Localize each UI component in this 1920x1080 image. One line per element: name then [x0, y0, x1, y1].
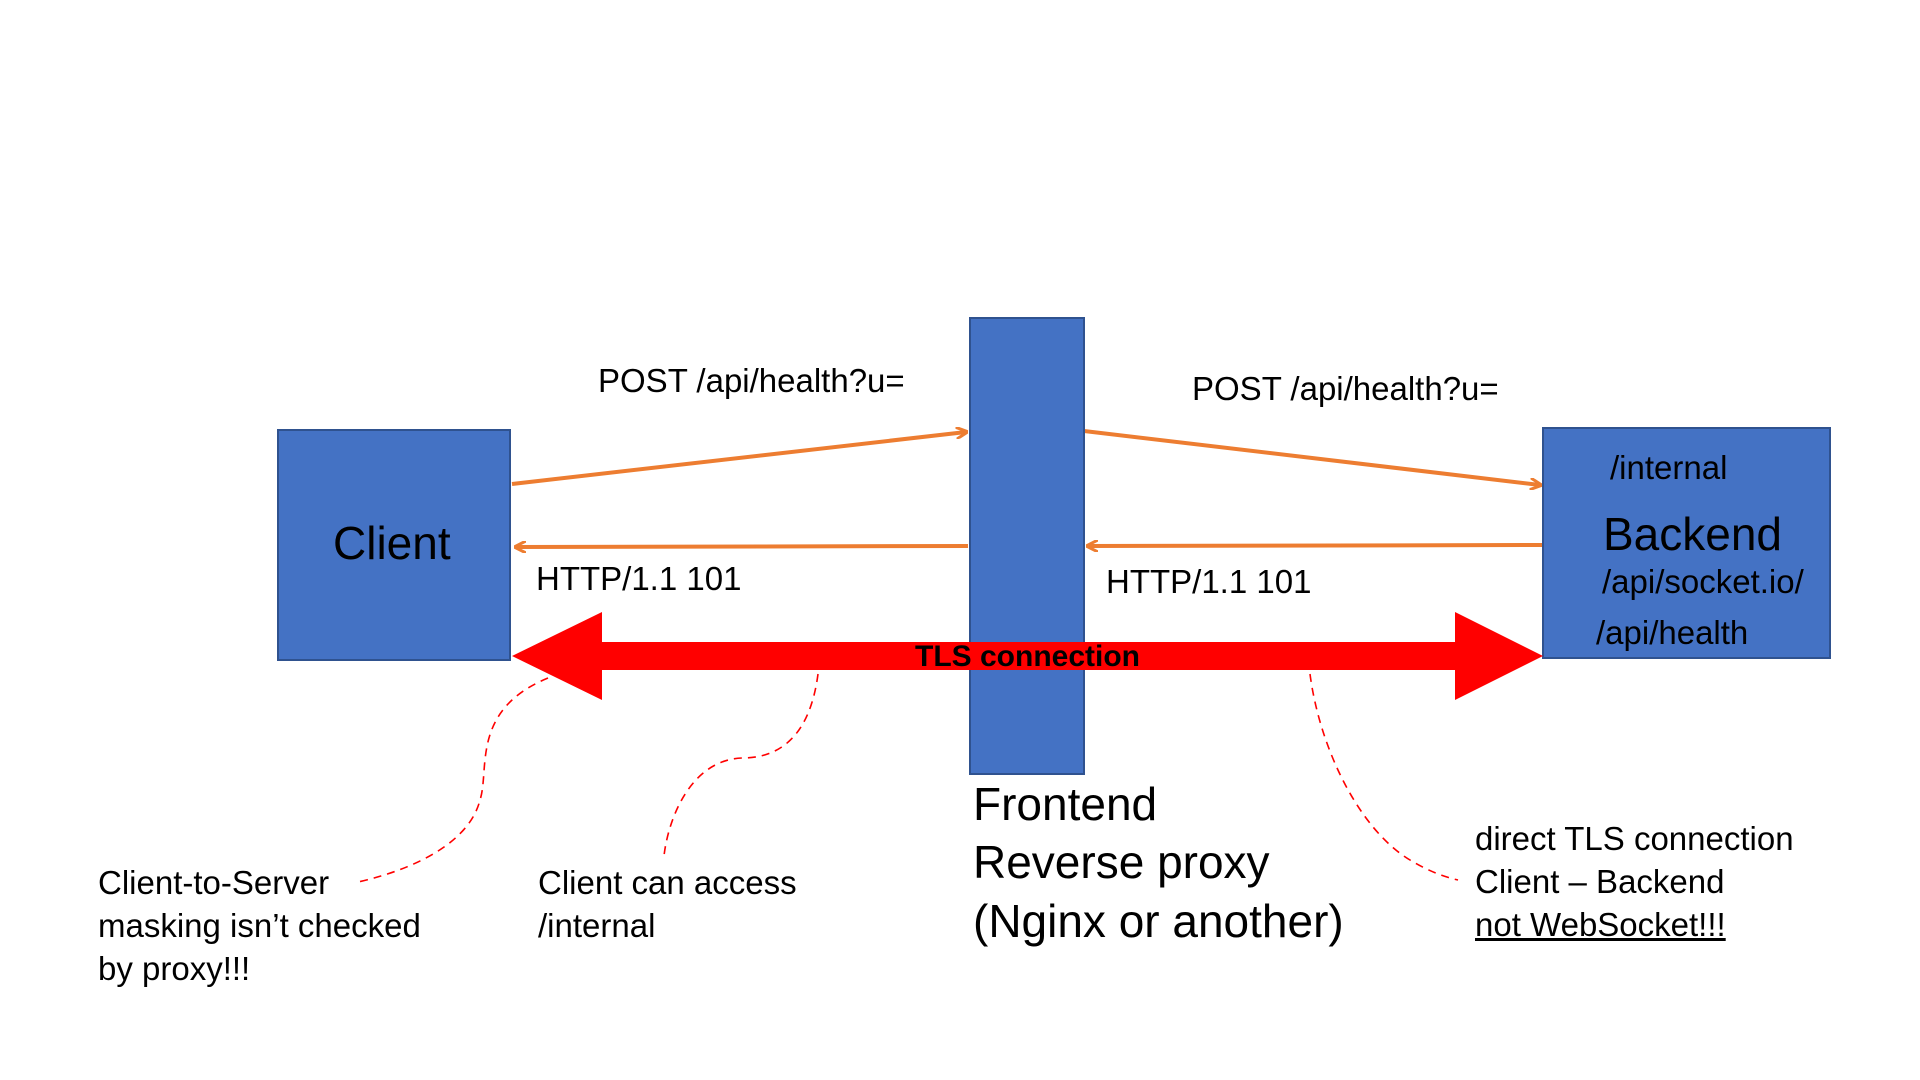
backend-path-socketio: /api/socket.io/	[1602, 563, 1804, 600]
backend-path-internal: /internal	[1610, 449, 1728, 486]
client-box	[277, 429, 511, 661]
note-direct-line-2: Client – Backend	[1475, 862, 1725, 900]
backend-path-health: /api/health	[1596, 614, 1749, 651]
proxy-box	[969, 317, 1085, 775]
proxy-label-line-3: (Nginx or another)	[973, 894, 1344, 947]
proxy-to-backend-arrow	[1083, 429, 1540, 485]
proxy-label: Frontend Reverse proxy (Nginx or another…	[973, 775, 1344, 950]
note-masking: Client-to-Server masking isn’t checked b…	[98, 862, 421, 991]
request-label-right: POST /api/health?u=	[1192, 370, 1499, 407]
request-label-left: POST /api/health?u=	[598, 362, 905, 399]
callout-direct-line	[1309, 673, 1459, 881]
client-to-proxy-arrow	[511, 432, 966, 486]
note-access-line-1: Client can access	[538, 864, 797, 901]
note-access: Client can access /internal	[538, 862, 797, 948]
tls-double-arrow	[512, 612, 1543, 700]
note-masking-line-2: masking isn’t checked	[98, 906, 421, 944]
response-label-right: HTTP/1.1 101	[1106, 563, 1312, 600]
note-access-line-2: /internal	[538, 906, 656, 944]
client-label: Client	[333, 517, 451, 569]
note-direct-line-3: not WebSocket!!!	[1475, 905, 1726, 943]
backend-box	[1542, 427, 1831, 659]
tls-connection-label: TLS connection	[915, 640, 1140, 673]
proxy-label-line-1: Frontend	[973, 778, 1158, 830]
note-direct: direct TLS connection Client – Backend n…	[1475, 818, 1794, 947]
proxy-to-client-arrow	[516, 546, 969, 547]
note-direct-line-1: direct TLS connection	[1475, 820, 1794, 857]
callout-access-line	[663, 673, 819, 857]
response-label-left: HTTP/1.1 101	[536, 560, 742, 597]
backend-label: Backend	[1603, 508, 1783, 560]
note-masking-line-3: by proxy!!!	[98, 949, 251, 987]
note-masking-line-1: Client-to-Server	[98, 864, 330, 901]
proxy-label-line-2: Reverse proxy	[973, 836, 1270, 889]
callout-masking-line	[357, 677, 549, 883]
backend-to-proxy-arrow	[1088, 545, 1543, 546]
